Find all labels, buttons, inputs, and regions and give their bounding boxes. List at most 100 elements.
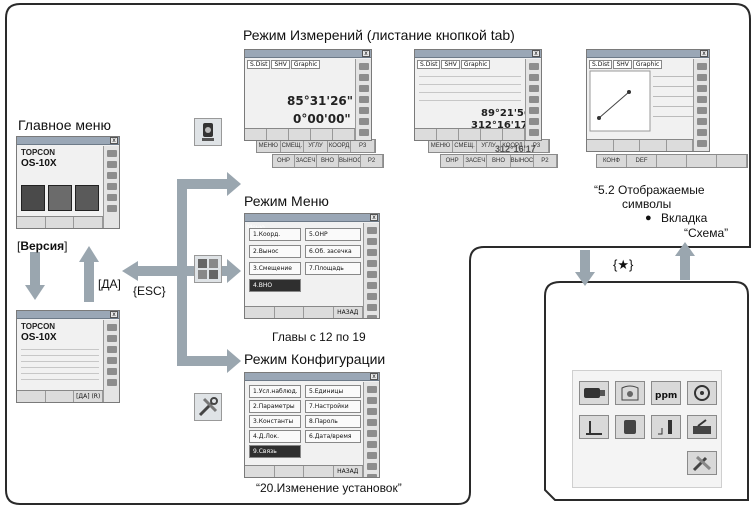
softkeys: НАЗАД — [245, 465, 363, 477]
config-screen: x 1.Усл.наблюд. 5.Единицы 2.Параметры 7.… — [244, 372, 380, 478]
settings-ref: “20.Изменение установок” — [256, 481, 402, 495]
status-bar — [355, 59, 371, 140]
arrow-version-shaft — [30, 252, 40, 285]
star-key: {★} — [613, 257, 634, 272]
status-bar — [525, 59, 541, 140]
vertical-angle: 89°21'56" — [481, 108, 537, 119]
tab-name-line1: Вкладка — [661, 211, 708, 225]
laser-icon[interactable] — [615, 381, 645, 405]
target-icon[interactable] — [687, 381, 717, 405]
main-menu-screen: x TOPCON OS-10X — [16, 136, 120, 229]
close-icon: x — [700, 50, 708, 57]
tab-name-line2: “Схема” — [684, 226, 729, 240]
arrow-config-shaft — [177, 356, 227, 366]
tilt-icon[interactable] — [579, 415, 609, 439]
version-key-label: Версия — [20, 239, 65, 253]
close-icon: x — [370, 373, 378, 380]
softkeys: [ДА] (R) — [17, 390, 104, 402]
arrow-measure-shaft — [177, 179, 227, 189]
esc-key: {ESC} — [133, 284, 166, 298]
meas-icon[interactable] — [21, 185, 45, 211]
main-frame — [5, 3, 751, 505]
status-bar — [693, 59, 709, 151]
horizontal-angle: 312°16'17" — [471, 120, 533, 131]
vertical-angle: 85°31'26" — [287, 94, 354, 108]
menu-item-coord[interactable]: 1.Коорд. — [249, 228, 301, 241]
titlebar: x — [415, 50, 541, 58]
config-item-units[interactable]: 5.Единицы — [305, 385, 361, 398]
config-icon[interactable] — [75, 185, 99, 211]
topcon-logo: TOPCON — [21, 148, 56, 157]
menu-screen: Меню x 1.Коорд. 5.ОНР 2.Вынос 6.Об. засе… — [244, 213, 380, 319]
close-icon: x — [110, 311, 118, 318]
close-icon: x — [110, 137, 118, 144]
arrow-star-up-head — [675, 242, 695, 256]
yes-softkey[interactable]: [ДА] (R) — [74, 391, 104, 402]
tab-bullet: ● — [645, 212, 652, 224]
softkeys — [17, 216, 104, 228]
arrow-star-down-shaft — [580, 250, 590, 272]
titlebar: x — [17, 311, 119, 319]
graphic-plot — [589, 70, 693, 132]
meas-mode-icon — [194, 118, 222, 146]
close-icon: x — [370, 214, 378, 221]
status-bar — [103, 146, 119, 228]
menu-icon[interactable] — [48, 185, 72, 211]
menu-item-resection[interactable]: 6.Об. засечка — [305, 245, 361, 258]
arrow-esc-head — [122, 261, 138, 281]
battery-icon[interactable] — [615, 415, 645, 439]
close-icon: x — [362, 50, 370, 57]
config-item-dlok[interactable]: 4.Д.Лок. — [249, 430, 301, 443]
version-bracket-open: [ — [17, 239, 21, 253]
config-item-comm[interactable]: 9.Связь — [249, 445, 301, 458]
arrow-measure-head — [227, 172, 241, 196]
face-icon[interactable] — [651, 415, 681, 439]
menu-item-vno[interactable]: 4.ВНО — [249, 279, 301, 292]
ppm-icon[interactable]: ppm — [651, 381, 681, 405]
back-button[interactable]: НАЗАД — [334, 307, 363, 318]
titlebar: x — [17, 137, 119, 145]
menu-item-onr[interactable]: 5.ОНР — [305, 228, 361, 241]
config-icon[interactable] — [687, 451, 717, 475]
arrow-config-head — [227, 349, 241, 373]
config-item-obs[interactable]: 1.Усл.наблюд. — [249, 385, 301, 398]
softkeys — [245, 128, 355, 140]
main-menu-title: Главное меню — [18, 117, 112, 133]
menu-item-area[interactable]: 7.Площадь — [305, 262, 361, 275]
model-label: OS-10X — [21, 158, 57, 169]
config-item-consts[interactable]: 3.Константы — [249, 415, 301, 428]
titlebar: x — [245, 373, 379, 381]
star-panel: ppm — [572, 370, 722, 488]
config-mode-icon — [194, 393, 222, 421]
star-panel-frame — [544, 281, 749, 501]
config-item-params[interactable]: 2.Параметры — [249, 400, 301, 413]
config-item-settings[interactable]: 7.Настройки — [305, 400, 361, 413]
config-item-datetime[interactable]: 6.Дата/время — [305, 430, 361, 443]
titlebar: Меню x — [245, 214, 379, 231]
menu-item-stakeout[interactable]: 2.Вынос — [249, 245, 301, 258]
config-item-password[interactable]: 8.Пароль — [305, 415, 361, 428]
arrow-yes-head — [79, 246, 99, 262]
symbols-ref-line1: “5.2 Отображаемые — [594, 183, 705, 197]
menu-item-offset[interactable]: 3.Смещение — [249, 262, 301, 275]
ppm-label: ppm — [655, 391, 678, 401]
softkeys: НАЗАД — [245, 306, 363, 318]
version-key: [Версия] — [17, 239, 68, 254]
version-bracket-close: ] — [64, 239, 68, 253]
arrow-menu-head — [227, 259, 241, 283]
measure2-ghost-angle: 312°16'17 — [495, 144, 536, 154]
chapters-caption: Главы с 12 по 19 — [272, 330, 366, 344]
back-button[interactable]: НАЗАД — [334, 466, 363, 477]
brightness-icon[interactable] — [687, 415, 717, 439]
prism-icon[interactable] — [579, 381, 609, 405]
